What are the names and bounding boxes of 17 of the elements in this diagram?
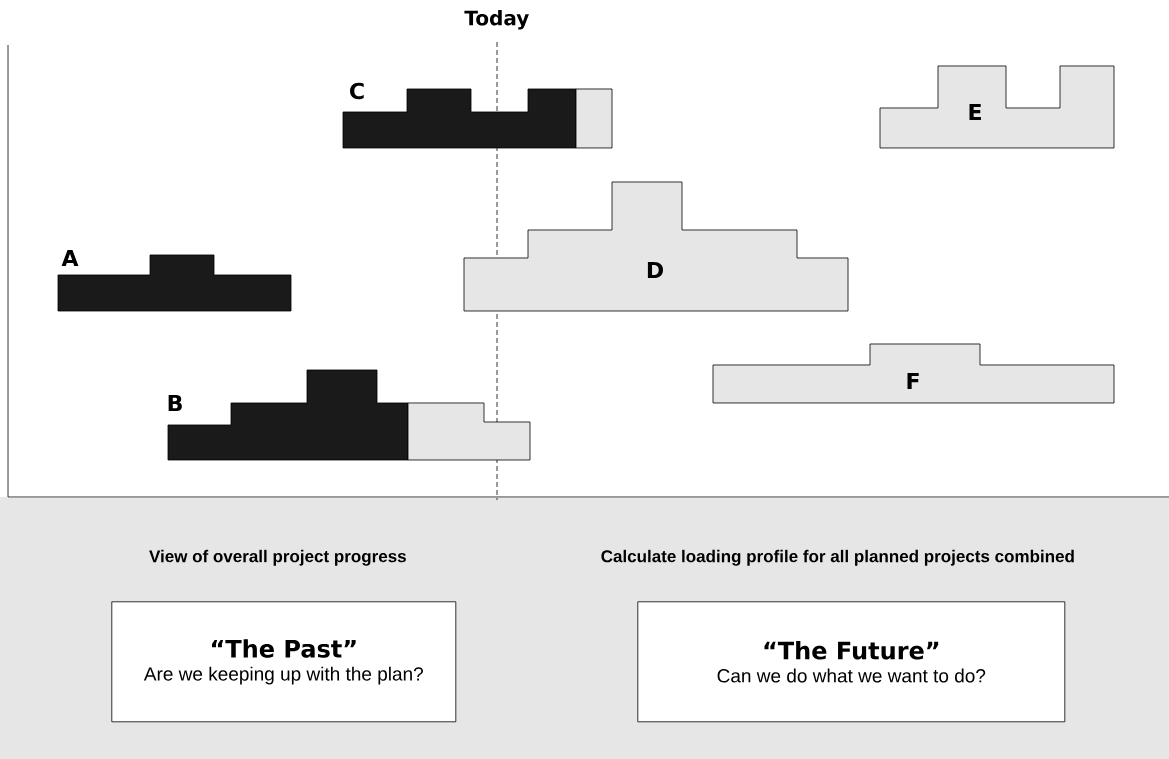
project-letter: C — [350, 82, 364, 100]
project-load-profile — [463, 181, 849, 312]
project-letter: A — [61, 249, 79, 266]
project-letter: E — [969, 103, 981, 120]
project-load-profile — [879, 65, 1115, 149]
text-box: “The Past” Are we keeping up with the plan? — [111, 601, 457, 723]
project-load-profile — [57, 249, 292, 312]
project-letter: F — [907, 372, 919, 389]
text-box: “The Future” Can we do what we want to do? — [637, 601, 1066, 723]
project-load-profile — [712, 343, 1115, 404]
project-load-profile — [167, 369, 531, 461]
today-label: Today — [464, 10, 529, 30]
project-letter: B — [168, 394, 182, 411]
section-heading: View of overall project progress — [149, 549, 406, 566]
project-letter: D — [647, 261, 663, 278]
project-load-profile — [342, 82, 613, 149]
section-heading: Calculate loading profile for all planned projects combined — [601, 549, 1074, 566]
